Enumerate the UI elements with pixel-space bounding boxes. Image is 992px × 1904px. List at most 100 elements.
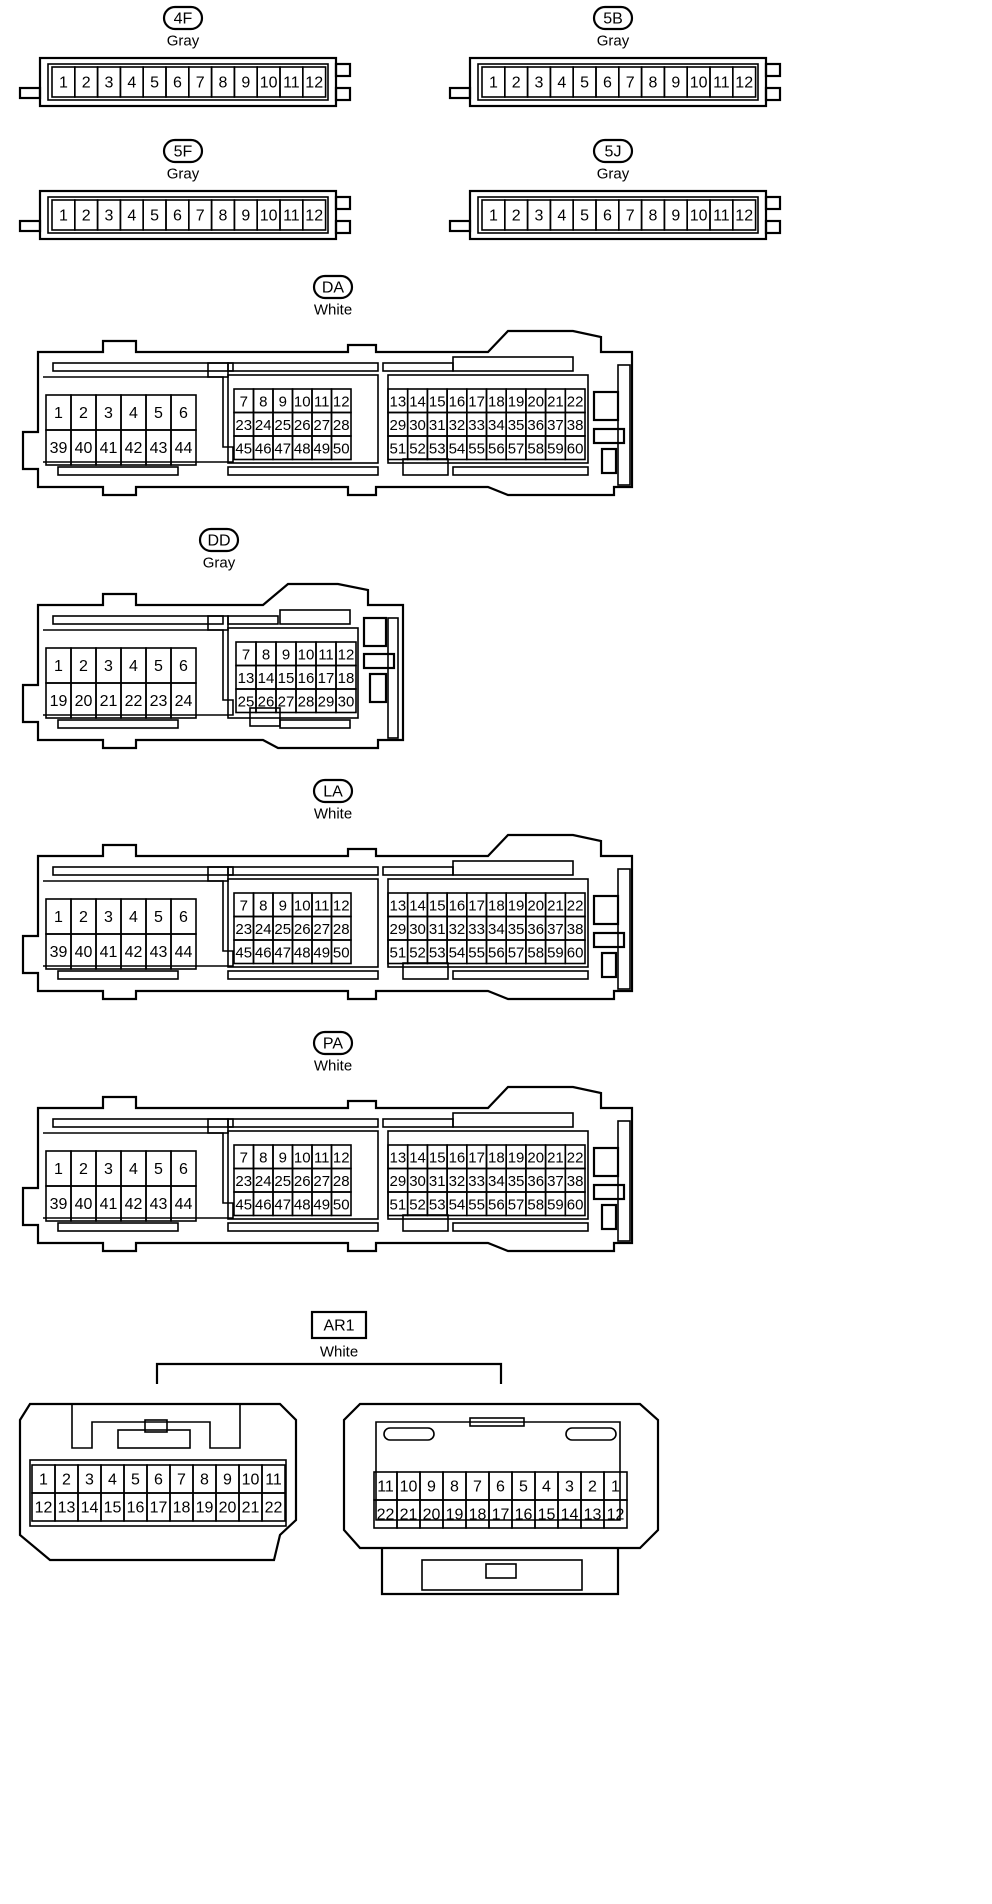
pin-label: 8: [219, 208, 228, 225]
pin-label: 4: [129, 1161, 138, 1178]
pin-label: 51: [390, 944, 407, 961]
pin-label: 11: [283, 208, 300, 225]
pin-label: 9: [279, 393, 287, 410]
pin-label: 21: [242, 1500, 260, 1517]
latch: [600, 447, 618, 475]
pin-label: 52: [409, 440, 426, 457]
pin-label: 35: [508, 921, 525, 938]
pin-label: 3: [565, 1479, 574, 1496]
pin-label: 46: [255, 944, 272, 961]
pin-label: 15: [104, 1500, 122, 1517]
pin-label: 55: [468, 944, 485, 961]
pin-label: 43: [150, 440, 168, 457]
pin-label: 51: [390, 440, 407, 457]
pin-label: 10: [260, 75, 278, 92]
pin-label: 5: [519, 1479, 528, 1496]
pin-label: 22: [567, 393, 584, 410]
slot: [383, 1427, 435, 1441]
pin-cell: [731, 66, 757, 98]
slot: [227, 466, 379, 476]
pin-label: 45: [235, 944, 252, 961]
pair-bracket: [155, 1362, 503, 1384]
pin-cell: [335, 688, 357, 714]
slot: [279, 609, 351, 625]
lock-tab: [144, 1419, 168, 1433]
pin-label: 15: [278, 670, 295, 687]
slot: [57, 1222, 179, 1232]
pin-label: 26: [294, 1173, 311, 1190]
pin-label: 37: [547, 417, 564, 434]
pin-label: 38: [567, 921, 584, 938]
pin-label: 15: [538, 1507, 556, 1524]
pin-label: 19: [446, 1507, 464, 1524]
pin-label: 31: [429, 417, 446, 434]
pin-label: 33: [468, 417, 485, 434]
connector-inner: [47, 196, 329, 234]
connector-code: AR1: [323, 1318, 354, 1335]
connector-code-badge: [592, 5, 634, 31]
pin-label: 22: [567, 1149, 584, 1166]
connector-code: DA: [322, 280, 345, 297]
pin-label: 34: [488, 1173, 505, 1190]
connector-tab: [18, 86, 42, 100]
pin-label: 47: [274, 440, 291, 457]
pin-label: 39: [50, 1196, 68, 1213]
pin-label: 39: [50, 944, 68, 961]
pin-label: 3: [105, 208, 114, 225]
pin-label: 5: [154, 658, 163, 675]
pin-label: 29: [390, 921, 407, 938]
pin-label: 30: [338, 693, 355, 710]
pin-label: 36: [527, 1173, 544, 1190]
pin-label: 24: [255, 921, 272, 938]
pin-label: 7: [196, 208, 205, 225]
pin-label: 14: [409, 897, 426, 914]
latch: [592, 1146, 620, 1178]
pin-label: 13: [58, 1500, 76, 1517]
pin-label: 56: [488, 944, 505, 961]
pin-label: 9: [279, 897, 287, 914]
pin-label: 40: [75, 1196, 93, 1213]
pin-label: 6: [496, 1479, 505, 1496]
pin-label: 24: [255, 1173, 272, 1190]
pin-label: 24: [175, 693, 193, 710]
pin-label: 8: [200, 1472, 209, 1489]
connector-body: [38, 189, 338, 241]
pin-label: 5: [580, 75, 589, 92]
slot: [565, 1427, 617, 1441]
slot: [52, 1118, 234, 1128]
pin-label: 4: [127, 208, 136, 225]
latch: [592, 1183, 626, 1201]
pin-label: 3: [535, 208, 544, 225]
connector-code-badge: [312, 274, 354, 300]
pin-label: 7: [626, 75, 635, 92]
pin-label: 20: [75, 693, 93, 710]
pin-label: 4: [108, 1472, 117, 1489]
pin-label: 11: [283, 75, 300, 92]
pin-label: 21: [547, 897, 564, 914]
pin-label: 2: [79, 909, 88, 926]
pin-cell: [261, 1492, 286, 1522]
pin-label: 13: [390, 1149, 407, 1166]
pin-label: 20: [219, 1500, 237, 1517]
foot-frame: [421, 1559, 583, 1591]
pin-label: 28: [333, 1173, 350, 1190]
latch-rail: [617, 364, 631, 486]
pin-label: 2: [82, 208, 91, 225]
pin-label: 1: [489, 75, 498, 92]
connector-housing: [21, 582, 405, 750]
pin-label: 35: [508, 417, 525, 434]
pin-label: 41: [100, 440, 118, 457]
pin-label: 14: [409, 1149, 426, 1166]
latch-rail: [387, 617, 399, 739]
pin-label: 5: [154, 909, 163, 926]
pin-label: 56: [488, 1196, 505, 1213]
pin-label: 14: [258, 670, 275, 687]
pin-label: 16: [449, 393, 466, 410]
pin-label: 47: [274, 1196, 291, 1213]
pin-cell: [301, 66, 327, 98]
connector-color: White: [314, 302, 352, 319]
pin-label: 46: [255, 1196, 272, 1213]
